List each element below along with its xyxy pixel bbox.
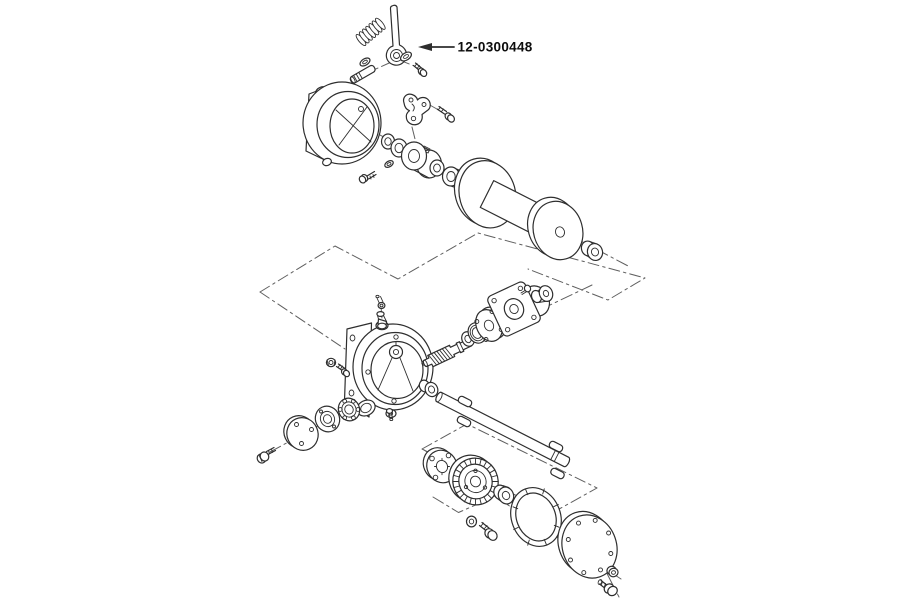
gear-case-bolt xyxy=(520,284,532,295)
callout-part-number: 12-0300448 xyxy=(458,40,533,55)
end-cap-bolt xyxy=(256,446,277,464)
part-callout: 12-0300448 xyxy=(418,40,533,55)
drum-bushing-inner xyxy=(429,159,445,177)
gear-washer xyxy=(465,515,478,528)
callout-part-clip xyxy=(399,51,413,62)
phantom-alignment-lines-upper xyxy=(259,232,646,350)
pawl-pin xyxy=(349,64,376,84)
bearing-retainer-flange xyxy=(314,405,341,433)
shift-fork xyxy=(402,93,431,126)
clutch-clip xyxy=(384,160,394,168)
cover-bolt xyxy=(597,579,618,597)
callout-arrow-head xyxy=(418,43,432,51)
cable-drum xyxy=(453,157,584,261)
grease-fitting xyxy=(376,311,388,330)
shaft-coupling-cap xyxy=(530,285,554,304)
grease-screw xyxy=(375,294,386,310)
clutch-set-screw xyxy=(358,170,377,184)
drive-shaft-bushing xyxy=(418,379,439,398)
upper-gear-housing xyxy=(302,81,382,167)
fork-set-screw xyxy=(436,105,456,123)
frame-nut xyxy=(325,357,337,368)
cover-washer xyxy=(606,565,619,578)
ball-bearing xyxy=(337,397,361,422)
end-cover-plate xyxy=(557,510,618,579)
frame-bottom-screw xyxy=(385,408,394,422)
gear-bolt xyxy=(478,521,498,541)
frame-screw xyxy=(335,363,351,378)
drum-end-bushing xyxy=(580,240,604,262)
bearing-end-cap xyxy=(283,415,319,451)
gear-bushing xyxy=(493,484,515,505)
ratchet-lever xyxy=(385,4,408,66)
shaft-keys xyxy=(456,395,565,480)
gasket-ring xyxy=(510,487,562,547)
set-screw-top xyxy=(412,62,428,78)
pin-clip xyxy=(359,57,371,67)
drive-shaft xyxy=(435,391,571,468)
coil-spring xyxy=(355,17,386,47)
worm-gear xyxy=(448,454,499,506)
lower-assembly xyxy=(256,281,619,597)
upper-assembly xyxy=(302,4,604,262)
